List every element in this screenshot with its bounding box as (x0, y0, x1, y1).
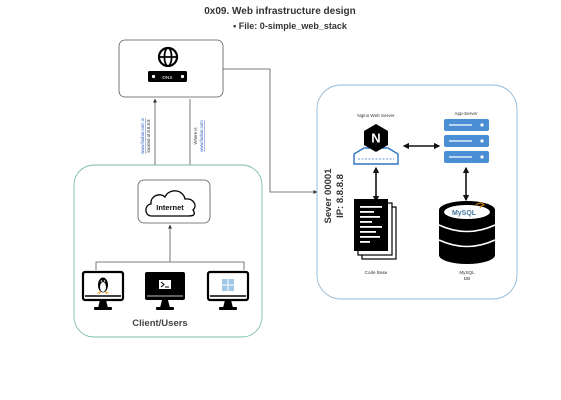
linux-computer-icon (81, 270, 125, 310)
dns-question-line1: Where is (193, 128, 198, 145)
app-server-label: App-Server (454, 111, 478, 116)
dns-label: DNS (162, 75, 172, 81)
mysql-logo: MySQL (452, 210, 477, 217)
client-users-label: Client/Users (132, 318, 187, 329)
app-server-icon (444, 119, 489, 163)
nginx-label: Nginx Web Server (357, 113, 395, 118)
code-base-icon (354, 199, 397, 260)
database-icon: MySQL (438, 201, 496, 264)
dns-to-server-connector (223, 68, 318, 194)
server-ip: IP: 8.8.8.8 (335, 174, 346, 218)
file-line: • File: 0-simple_web_stack (233, 21, 348, 31)
dns-question-line2: www.foobar.com (199, 120, 204, 152)
nginx-letter: N (371, 131, 380, 146)
mysql-db-label-line2: DB (464, 276, 470, 281)
dns-question-text: Where is www.foobar.com (193, 120, 204, 152)
terminal-computer-icon (145, 272, 185, 310)
dns-answer-text: www.foobar.com is located at 8.8.8.8 (140, 118, 151, 154)
internet-label: Internet (156, 203, 184, 212)
cloud-icon (145, 190, 196, 217)
code-base-label: Code Base (365, 270, 388, 275)
dns-device-icon: DNS (148, 71, 187, 82)
globe-icon (157, 46, 179, 68)
server-identity: Sever 00001 IP: 8.8.8.8 (323, 168, 346, 224)
internet-node: Internet (137, 179, 211, 224)
dns-server: DNS (118, 39, 224, 98)
dns-answer-line1: www.foobar.com is (140, 118, 145, 154)
page-title: 0x09. Web infrastructure design (204, 6, 356, 17)
server-name: Sever 00001 (323, 168, 334, 224)
mysql-db-label-line1: MySQL (459, 270, 475, 275)
clients-bracket (95, 261, 245, 270)
nginx-icon: N (353, 124, 399, 165)
server-group (316, 84, 518, 300)
dolphin-icon (475, 202, 486, 209)
windows-computer-icon (206, 270, 250, 310)
dns-answer-line2: located at 8.8.8.8 (146, 119, 151, 153)
